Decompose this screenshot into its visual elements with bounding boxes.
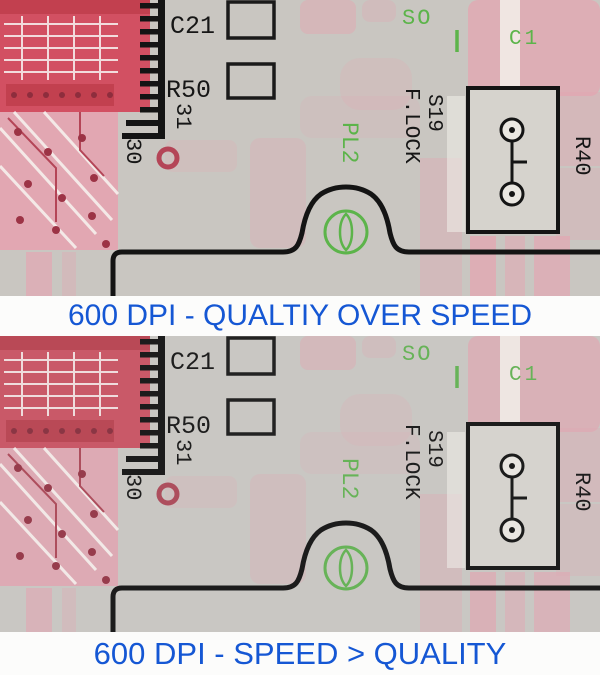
caption-speed-over-quality: 600 DPI - SPEED > QUALITY bbox=[0, 632, 600, 675]
pcb-scan-panel-speed bbox=[0, 336, 600, 632]
caption-quality-text: 600 DPI - QUALTIY OVER SPEED bbox=[67, 299, 533, 332]
caption-quality-over-speed: 600 DPI - QUALTIY OVER SPEED bbox=[0, 296, 600, 336]
pcb-art-instance-quality bbox=[0, 0, 600, 296]
pcb-scan-panel-quality bbox=[0, 0, 600, 296]
caption-speed-text: 600 DPI - SPEED > QUALITY bbox=[93, 635, 507, 671]
pcb-art-instance-speed bbox=[0, 336, 600, 632]
